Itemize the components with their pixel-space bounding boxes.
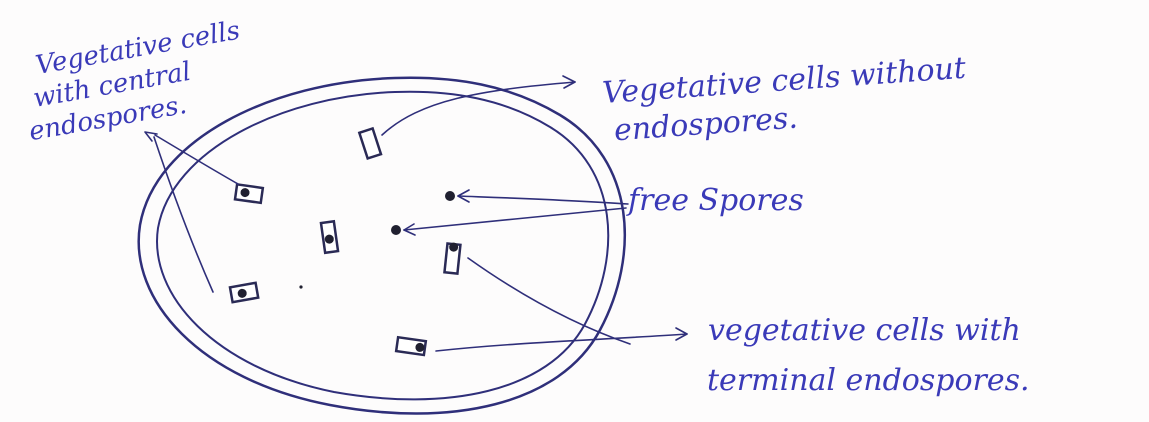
label-terminal-endospores: vegetative cells with terminal endospore… [707, 313, 1030, 398]
free-spore-2 [391, 225, 401, 235]
cell-without-endospore [359, 128, 381, 158]
pointer-central [145, 132, 238, 292]
pointer-free [404, 190, 628, 235]
free-spore-1 [445, 191, 455, 201]
cell-terminal-2 [396, 337, 426, 355]
pointer-terminal [436, 258, 687, 351]
dish-inner-ring [157, 92, 608, 400]
cell-central-2 [321, 221, 338, 253]
label-terminal-line-1: vegetative cells with [708, 313, 1021, 348]
cell-central-1 [235, 184, 263, 202]
cell-terminal-1 [444, 242, 460, 274]
label-free-spores: free Spores [626, 183, 804, 218]
label-terminal-line-2: terminal endospores. [707, 363, 1030, 398]
speck [299, 285, 302, 288]
label-without-endospores: Vegetative cells without endospores. [601, 51, 970, 149]
cell-central-3 [230, 283, 258, 302]
